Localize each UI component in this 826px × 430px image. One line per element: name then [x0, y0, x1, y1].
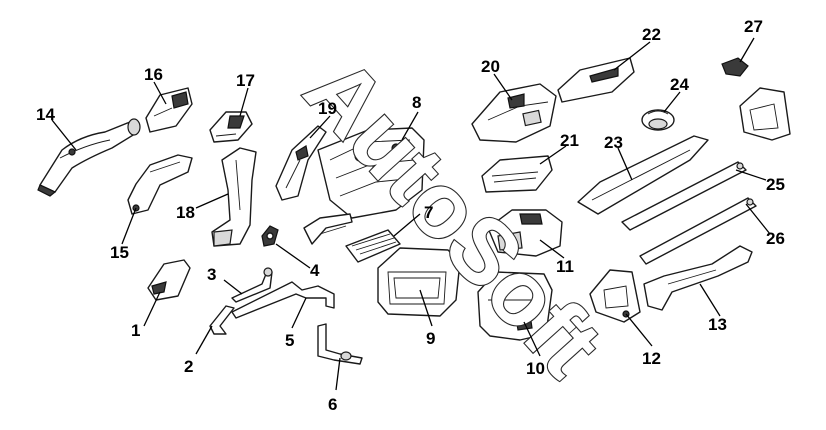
callout-10: 10	[526, 359, 545, 378]
part-14-duct	[37, 118, 141, 197]
callout-13: 13	[708, 315, 727, 334]
part-15-side-duct	[127, 154, 193, 215]
part-1-bracket	[147, 259, 191, 301]
callout-5: 5	[285, 331, 294, 350]
part-18-vertical-duct	[211, 147, 257, 247]
callout-14: 14	[36, 105, 55, 124]
part-10-blower-case	[477, 271, 553, 341]
part-8-heater-housing	[303, 127, 425, 245]
callout-labels: 1 2 3 4 5 6 7 8 9 10 11 12 13 14 15 16 1…	[36, 17, 785, 414]
callout-3: 3	[207, 265, 216, 284]
leader-lines	[51, 37, 771, 391]
part-27-clip	[721, 57, 749, 77]
callout-18: 18	[176, 203, 195, 222]
callout-9: 9	[426, 329, 435, 348]
callout-2: 2	[184, 357, 193, 376]
part-17-bracket	[209, 111, 253, 143]
part-16-duct-outlet	[145, 87, 193, 133]
callout-19: 19	[318, 99, 337, 118]
callout-21: 21	[560, 131, 579, 150]
part-23-duct-long	[577, 135, 709, 215]
part-4-clip	[261, 225, 279, 247]
callout-27: 27	[744, 17, 763, 36]
callout-16: 16	[144, 65, 163, 84]
callout-15: 15	[110, 243, 129, 262]
callout-4: 4	[310, 261, 320, 280]
part-12-bracket	[589, 269, 641, 323]
callout-12: 12	[642, 349, 661, 368]
part-9-evaporator-case	[377, 247, 461, 317]
part-2-hose	[209, 305, 235, 335]
callout-25: 25	[766, 175, 785, 194]
part-7-filter	[345, 229, 401, 263]
part-5-hose	[231, 281, 335, 319]
part-25-rail	[621, 161, 747, 231]
part-26-rail	[639, 197, 757, 265]
callout-23: 23	[604, 133, 623, 152]
part-20-control-unit	[471, 83, 557, 143]
callout-7: 7	[424, 203, 433, 222]
callout-26: 26	[766, 229, 785, 248]
part-bracket-right	[739, 87, 791, 141]
callout-22: 22	[642, 25, 661, 44]
callout-1: 1	[131, 321, 140, 340]
callout-20: 20	[481, 57, 500, 76]
part-6-hose	[317, 323, 363, 365]
part-11-blower-upper	[487, 209, 563, 257]
part-19-link-bracket	[275, 125, 327, 201]
callout-24: 24	[670, 75, 689, 94]
callout-11: 11	[556, 257, 574, 276]
callout-6: 6	[328, 395, 337, 414]
part-13-rear-duct	[643, 245, 753, 311]
part-3-hose	[231, 267, 273, 303]
part-21-panel	[481, 155, 553, 193]
callout-8: 8	[412, 93, 421, 112]
part-24-grommet	[641, 109, 675, 131]
part-22-long-panel	[557, 57, 635, 103]
callout-17: 17	[236, 71, 255, 90]
